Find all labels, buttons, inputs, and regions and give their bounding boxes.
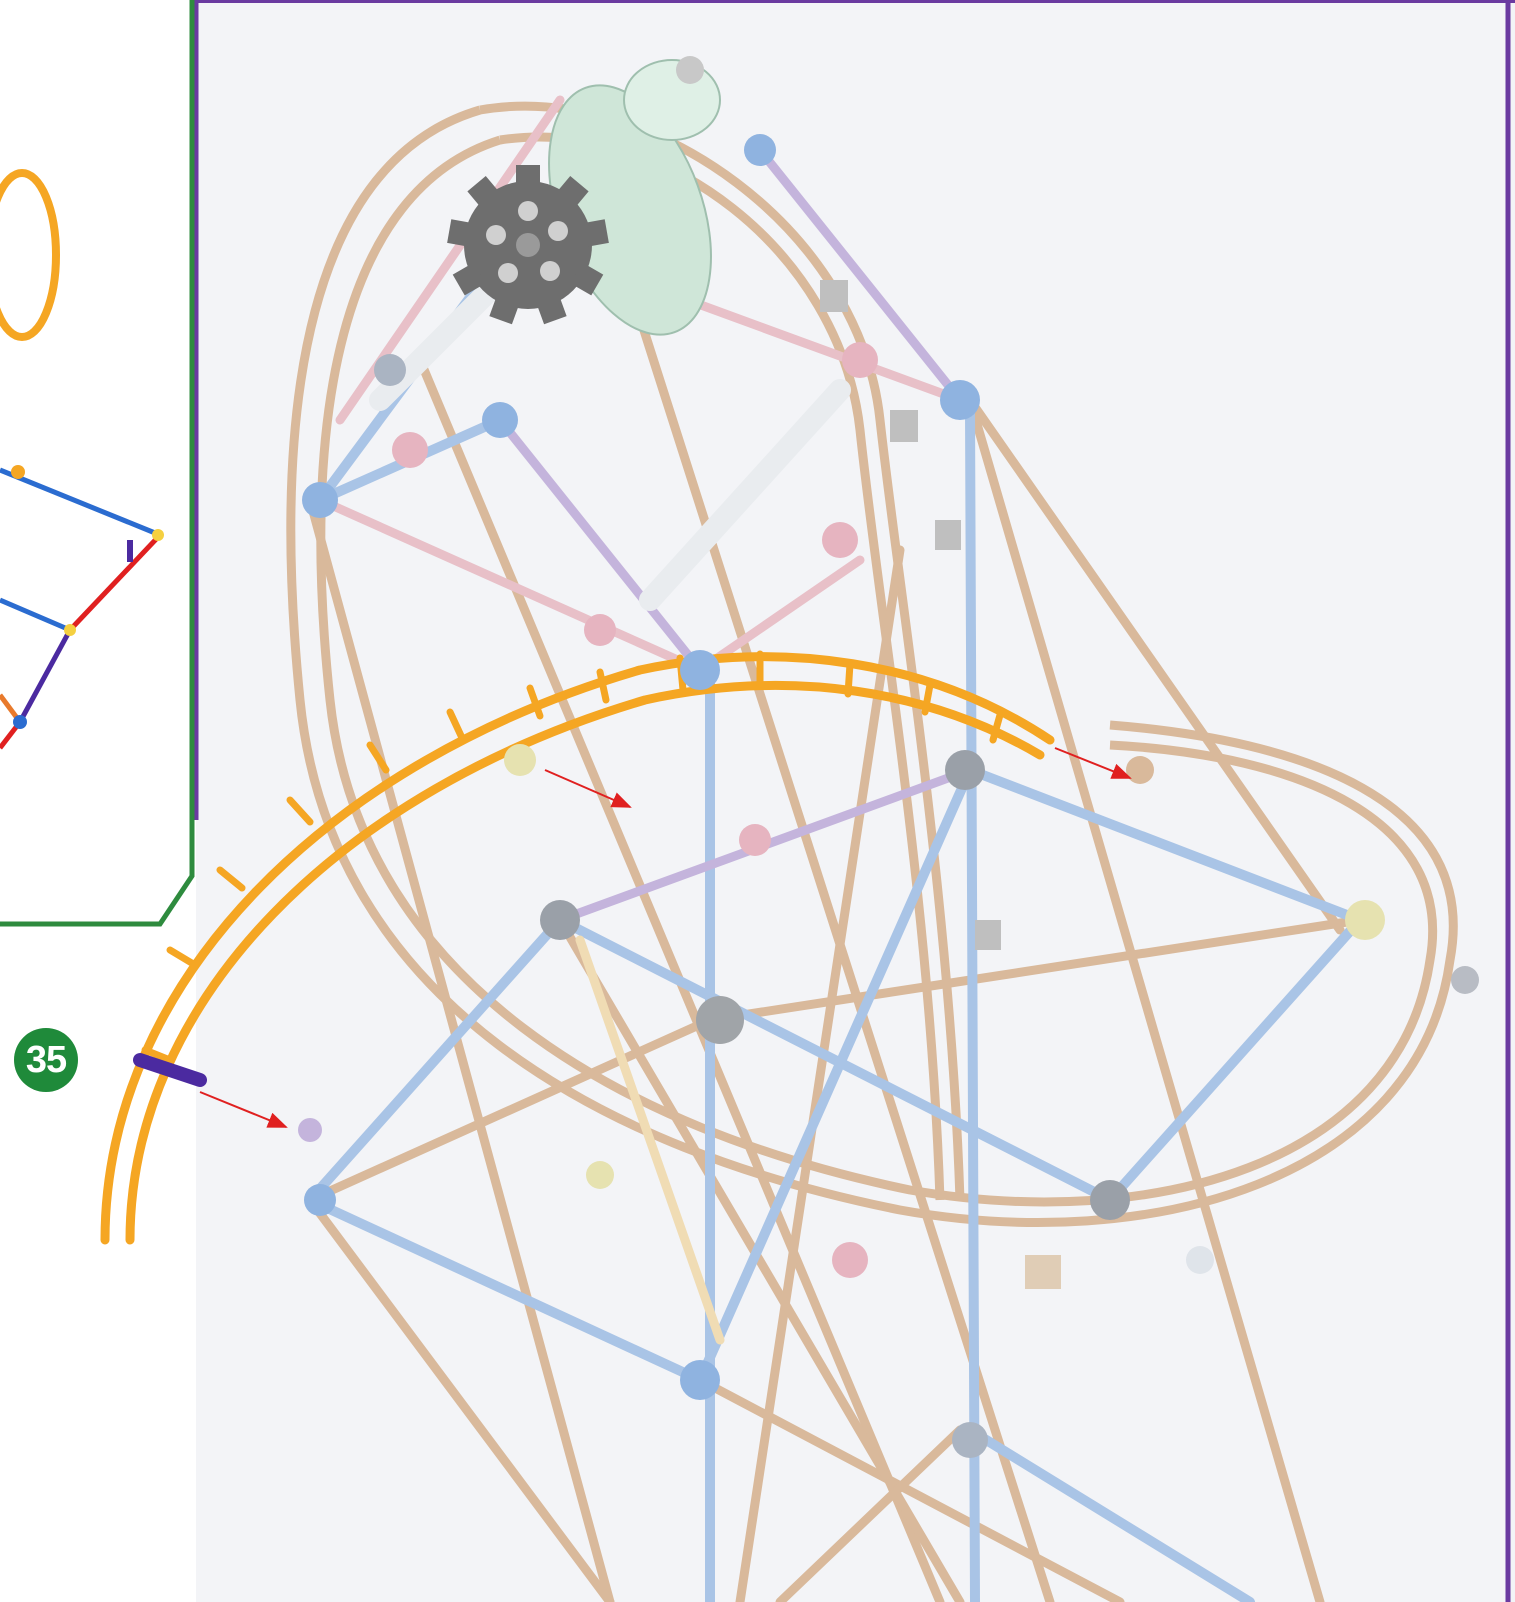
connector [935, 520, 961, 550]
loop-rail [286, 105, 1458, 1227]
orange-track [100, 650, 1055, 1245]
connector [1186, 1246, 1214, 1274]
connector [540, 900, 580, 940]
rod [965, 395, 1325, 1602]
connector [696, 996, 744, 1044]
rod [555, 915, 1115, 1205]
gear-hole [540, 261, 560, 281]
connector [584, 614, 616, 646]
connector [298, 1118, 322, 1142]
connector [975, 920, 1001, 950]
gear-hub [516, 233, 540, 257]
inset-rod [68, 533, 162, 632]
inset-connector [64, 624, 76, 636]
rod [965, 765, 1365, 925]
inset-connector [152, 529, 164, 541]
gear-hole [518, 201, 538, 221]
connector [1451, 966, 1479, 994]
motor-cap [623, 59, 721, 141]
connector [945, 750, 985, 790]
inset-rod [17, 628, 73, 724]
rod [695, 555, 865, 675]
connector [392, 432, 428, 468]
orange-rail [125, 681, 1045, 1245]
rod [755, 145, 965, 405]
connector [482, 402, 518, 438]
inset-rod [0, 597, 71, 633]
connector [739, 824, 771, 856]
arrow [199, 1091, 288, 1128]
rod [965, 405, 980, 1602]
axle [639, 379, 851, 611]
connector [842, 342, 878, 378]
blue-rods [305, 225, 1365, 1602]
rod [735, 545, 905, 1602]
rod [575, 935, 725, 1345]
rod [305, 1015, 715, 1205]
rod [965, 395, 1345, 935]
rod [315, 495, 705, 675]
connector [374, 354, 406, 386]
inset-rod [0, 467, 161, 538]
connector [822, 522, 858, 558]
connector [680, 1360, 720, 1400]
gear-icon [447, 165, 609, 325]
inset-panel-border [0, 0, 195, 927]
main-panel [196, 0, 1515, 1602]
rod [965, 1425, 1255, 1602]
connectors [298, 134, 1479, 1458]
purple-clip [133, 1053, 207, 1087]
rod [695, 1375, 1125, 1602]
connector [680, 650, 720, 690]
main-panel-top-border [196, 0, 1515, 3]
rod [775, 1425, 965, 1602]
connector [1090, 1180, 1130, 1220]
connector [744, 134, 776, 166]
tan-rods [305, 125, 1365, 1602]
inset-panel [0, 0, 192, 924]
rod [655, 285, 965, 405]
rod [695, 765, 975, 1385]
connector [940, 380, 980, 420]
arrow [1054, 747, 1132, 779]
rod [495, 415, 705, 675]
connector [1345, 900, 1385, 940]
inset-wheel [0, 169, 60, 341]
inset-connector [13, 715, 27, 729]
orange-crossties [141, 650, 1004, 1064]
connector [586, 1161, 614, 1189]
step-number-badge: 35 [14, 1028, 78, 1092]
inset-connector [127, 540, 133, 562]
connector [1025, 1255, 1061, 1289]
gear-hole [498, 263, 518, 283]
rod [1105, 915, 1365, 1205]
inset-model [0, 169, 164, 750]
connector [304, 1184, 336, 1216]
rod [305, 495, 615, 1602]
instruction-arrow-icon [199, 747, 1132, 1128]
connector [504, 744, 536, 776]
rod [305, 915, 565, 1205]
connector [820, 280, 848, 312]
connector [952, 1422, 988, 1458]
inset-connector [11, 465, 25, 479]
connector [890, 410, 918, 442]
rod [305, 1195, 705, 1385]
connector [302, 482, 338, 518]
rod [705, 915, 1365, 1025]
connector [832, 1242, 868, 1278]
arrow [544, 769, 632, 808]
rod [305, 1195, 615, 1602]
connector [1126, 756, 1154, 784]
gear-hole [548, 221, 568, 241]
loop-rail [316, 135, 1438, 1207]
motor-shaft [676, 56, 704, 84]
main-panel-border [193, 0, 1511, 1602]
gear-hole [486, 225, 506, 245]
